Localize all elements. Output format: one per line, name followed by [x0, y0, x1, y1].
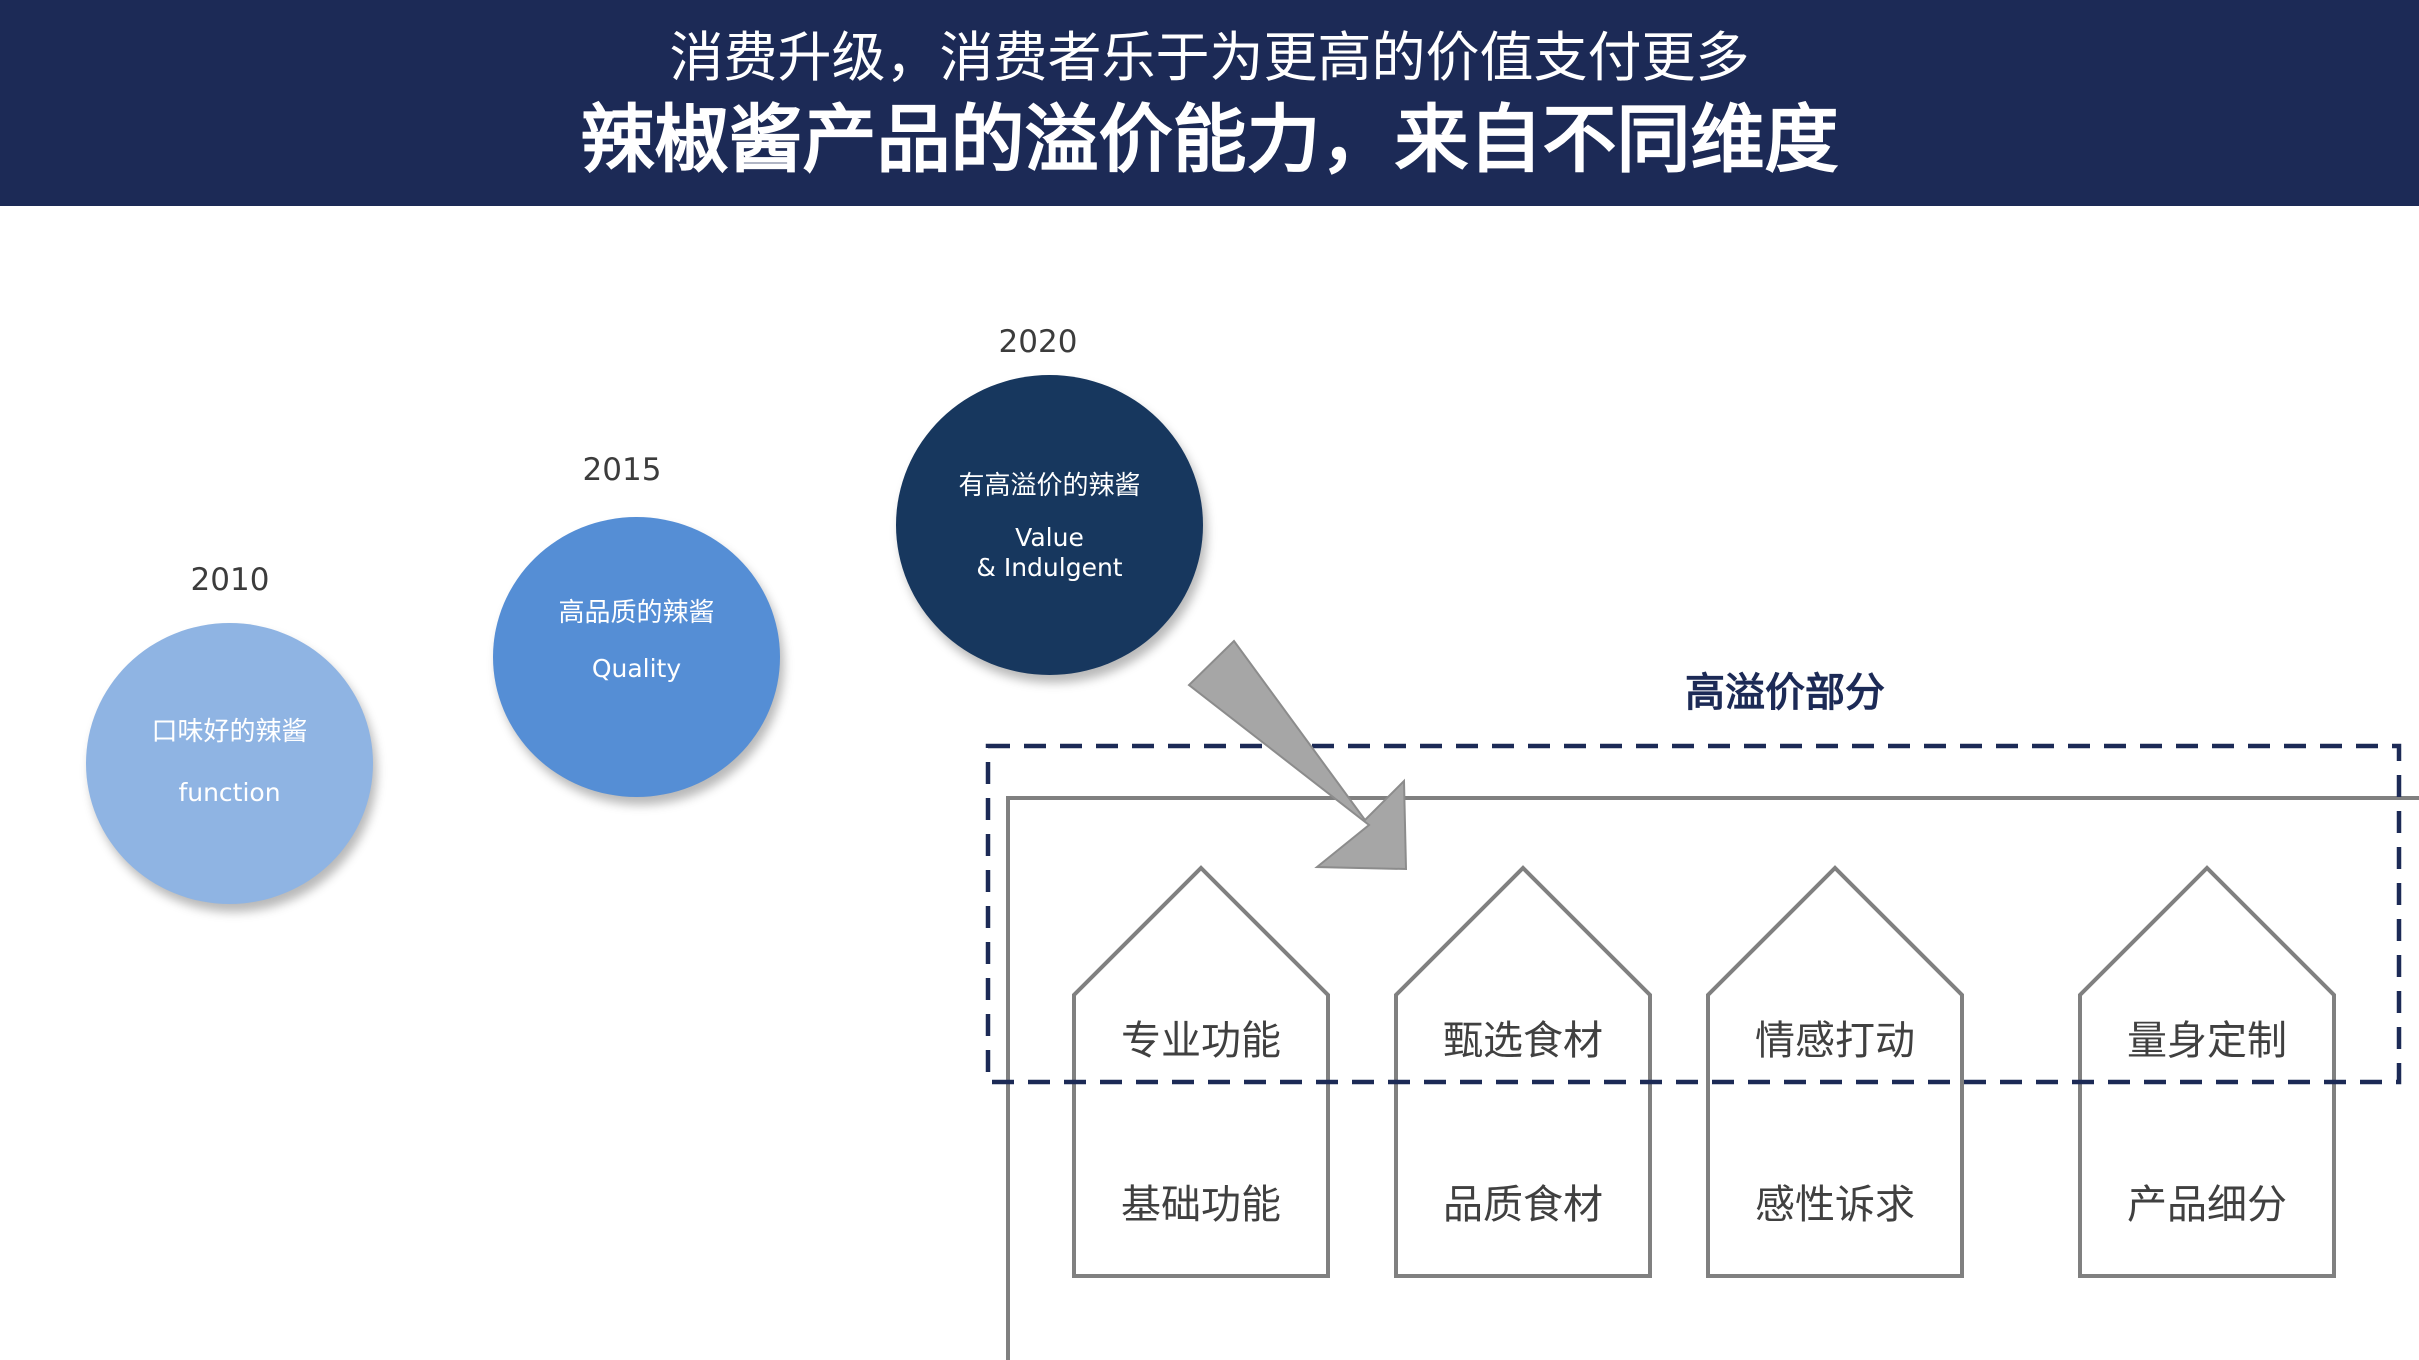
house-label-top: 情感打动 [1755, 1018, 1915, 1064]
header-banner: 消费升级，消费者乐于为更高的价值支付更多 辣椒酱产品的溢价能力，来自不同维度 [0, 0, 2419, 206]
house-shape [1706, 865, 1964, 1278]
stage-circle-function: 口味好的辣酱 function [86, 623, 373, 904]
house-label-top: 量身定制 [2127, 1018, 2287, 1064]
house-label-bottom: 产品细分 [2127, 1182, 2287, 1228]
stage-label-cn: 口味好的辣酱 [151, 717, 308, 747]
house-shape [1072, 865, 1330, 1278]
stage-label-en: Quality [591, 654, 682, 683]
year-label-2010: 2010 [190, 562, 270, 598]
stage-label-en: function [178, 778, 281, 807]
house-label-top: 甄选食材 [1443, 1018, 1603, 1064]
frame-outline [1006, 796, 2419, 1360]
header-subtitle: 消费升级，消费者乐于为更高的价值支付更多 [669, 26, 1750, 89]
house-label-bottom: 品质食材 [1443, 1182, 1603, 1228]
house-shape [2078, 865, 2336, 1278]
header-title: 辣椒酱产品的溢价能力，来自不同维度 [580, 97, 1839, 183]
stage-label-cn: 高品质的辣酱 [558, 598, 715, 628]
year-label-2015: 2015 [582, 452, 662, 488]
house-shape [1394, 865, 1652, 1278]
stage-label-cn: 有高溢价的辣酱 [958, 471, 1141, 501]
house-label-bottom: 感性诉求 [1755, 1182, 1915, 1228]
house-label-top: 专业功能 [1121, 1018, 1281, 1064]
arrow-icon [1187, 639, 1408, 871]
stage-circle-value: 有高溢价的辣酱 Value & Indulgent [896, 375, 1203, 675]
stage-circle-quality: 高品质的辣酱 Quality [493, 517, 780, 797]
year-label-2020: 2020 [998, 324, 1078, 360]
stage-label-en: Value & Indulgent [976, 523, 1123, 582]
premium-section-title: 高溢价部分 [1685, 670, 1885, 716]
premium-dashed-box [985, 743, 2402, 1085]
house-label-bottom: 基础功能 [1121, 1182, 1281, 1228]
